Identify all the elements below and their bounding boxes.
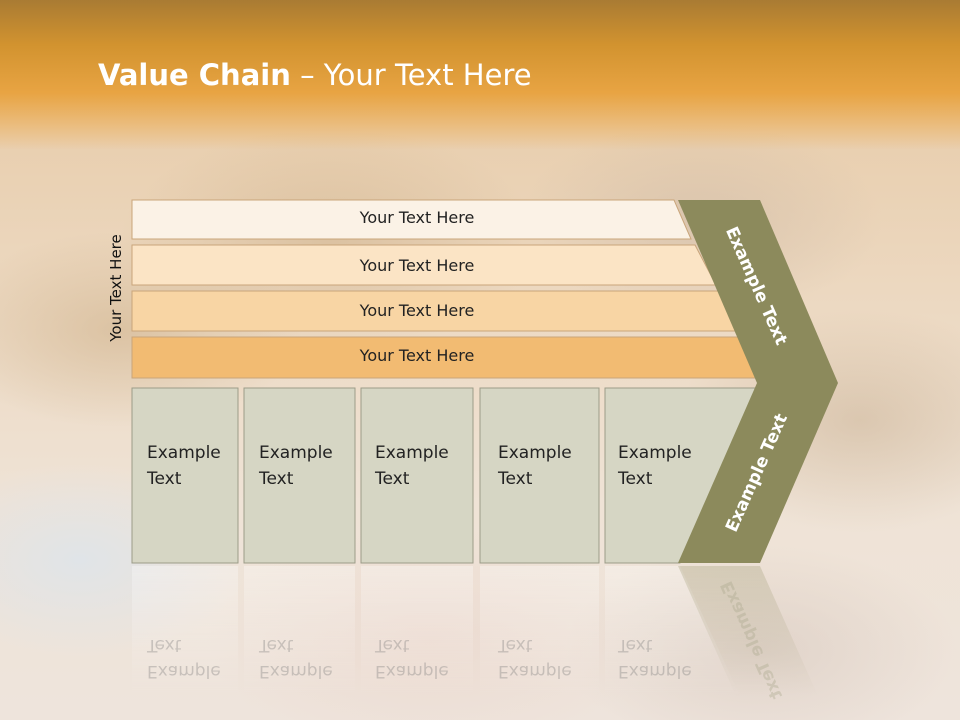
row-label-3: Your Text Here [359,301,475,320]
box-label-1-line1: Example [147,443,221,463]
box-label-3-reflection: Example Text [375,632,449,684]
activity-box-4 [479,387,600,564]
box-label-1-line2: Text [147,469,182,489]
box-label-1-reflection: Example Text [147,632,221,684]
row-label-4: Your Text Here [359,346,475,365]
title-banner [0,0,960,150]
box-label-5-line2: Text [618,469,653,489]
box-label-2-line2: Text [259,469,294,489]
box-label-1-reflection-line2: Text [147,635,182,655]
box-label-5-reflection: Example Text [618,632,692,684]
box-label-2-reflection-line2: Text [259,635,294,655]
activity-box-2 [243,387,356,564]
row-label-1: Your Text Here [359,208,475,227]
box-label-2-reflection: Example Text [259,632,333,684]
row-label-2: Your Text Here [359,256,475,275]
activity-box-3 [360,387,474,564]
box-label-5-reflection-line1: Example [618,661,692,681]
box-label-4-reflection-line1: Example [498,661,572,681]
activity-box-1 [131,387,239,564]
diagram-reflection [132,566,818,696]
box-label-2-reflection-line1: Example [259,661,333,681]
box-label-3-reflection-line2: Text [375,635,410,655]
slide-title-bold: Value Chain [98,58,291,92]
box-label-3-line2: Text [375,469,410,489]
box-label-4-line2: Text [498,469,533,489]
chevron-upper [678,200,838,383]
box-label-3-line1: Example [375,443,449,463]
box-label-4-reflection-line2: Text [498,635,533,655]
row-bar-1 [131,199,692,240]
box-label-1-reflection-line1: Example [147,661,221,681]
box-label-4-line1: Example [498,443,572,463]
chevron-lower [678,383,838,563]
slide-title-rest: – Your Text Here [290,58,532,92]
box-label-3-reflection-line1: Example [375,661,449,681]
slide-title: Value Chain – Your Text Here [98,55,532,95]
box-label-5-line1: Example [618,443,692,463]
box-label-5-reflection-line2: Text [618,635,653,655]
box-label-2-line1: Example [259,443,333,463]
box-label-4-reflection: Example Text [498,632,572,684]
